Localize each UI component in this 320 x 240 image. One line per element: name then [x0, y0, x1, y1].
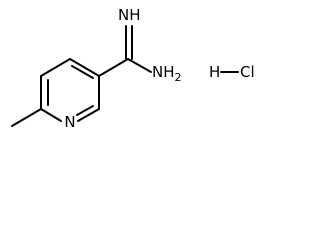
pyridine-ring — [40, 58, 100, 122]
chemical-structure-diagram: N NH NH2 H Cl — [11, 6, 255, 131]
amine-label-main: NH — [152, 63, 175, 81]
ring-bond-n1-c2 — [40, 108, 62, 122]
amine-single-bond — [127, 58, 152, 73]
ring-bond-c5-c6-double-inner — [76, 105, 94, 116]
amine-label-subscript: 2 — [175, 71, 182, 84]
ring-bond-c3-c4-double-inner — [71, 65, 94, 79]
ring-bond-c5-c6-double-outer — [77, 108, 100, 122]
methyl-bond — [11, 108, 42, 127]
ring-nitrogen-label: N — [64, 113, 75, 131]
amine-label: NH2 — [152, 63, 182, 84]
ring-to-amidine-bond — [98, 58, 129, 77]
chlorine-label: Cl — [240, 63, 255, 81]
imine-label: NH — [118, 6, 141, 24]
ring-bond-c2-c3 — [40, 58, 71, 77]
amidine-group — [98, 25, 152, 77]
hydrogen-label: H — [209, 63, 220, 81]
ring-bond-c3-c4-double-outer — [69, 58, 100, 77]
